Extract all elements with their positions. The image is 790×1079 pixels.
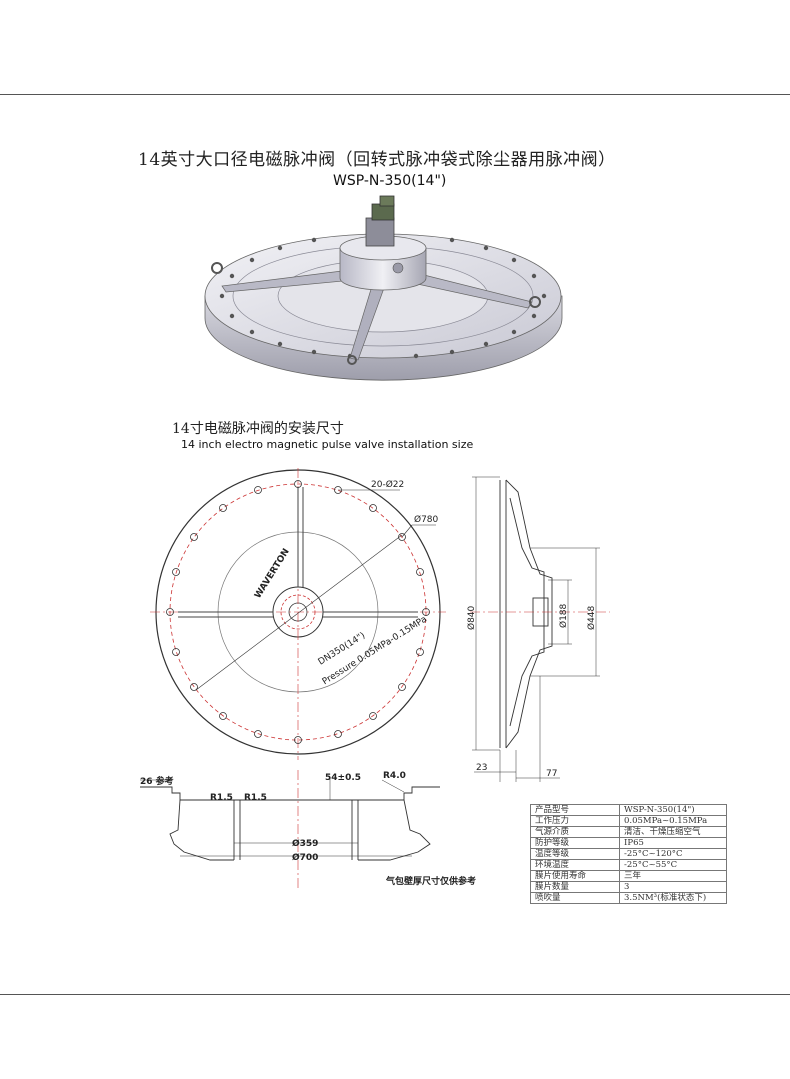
spec-key: 膜片数量: [530, 881, 620, 893]
spec-value: 0.05MPa~0.15MPa: [619, 815, 727, 827]
side-view: [470, 476, 610, 782]
spec-key: 温度等级: [530, 848, 620, 860]
spec-key: 气源介质: [530, 826, 620, 838]
table-row: 环境温度-25°C~55°C: [530, 859, 727, 871]
r15a-label: R1.5: [210, 793, 233, 803]
table-row: 温度等级-25°C~120°C: [530, 848, 727, 860]
top-view: [150, 468, 446, 760]
d359-label: Ø359: [292, 838, 318, 849]
dim-77-label: 77: [546, 769, 557, 779]
holes-label: 20-Ø22: [371, 479, 404, 490]
height-54-label: 54±0.5: [325, 773, 361, 783]
pcd-label: Ø780: [414, 514, 439, 525]
r15b-label: R1.5: [244, 793, 267, 803]
spec-key: 工作压力: [530, 815, 620, 827]
bottom-rule: [0, 994, 790, 995]
spec-key: 产品型号: [530, 804, 620, 816]
section-title-zh: 14寸电磁脉冲阀的安装尺寸: [172, 421, 344, 437]
spec-value: -25°C~55°C: [619, 859, 727, 871]
spec-key: 防护等级: [530, 837, 620, 849]
spec-key: 膜片使用寿命: [530, 870, 620, 882]
brand-label: WAVERTON: [253, 547, 292, 601]
d700-label: Ø700: [292, 852, 318, 863]
section-title-en: 14 inch electro magnetic pulse valve ins…: [181, 438, 474, 451]
top-rule: [0, 94, 790, 95]
cross-section: [140, 770, 440, 890]
spec-value: -25°C~120°C: [619, 848, 727, 860]
r40-label: R4.0: [383, 771, 406, 781]
spec-value: 三年: [619, 870, 727, 882]
table-row: 膜片使用寿命三年: [530, 870, 727, 882]
model-title: WSP-N-350(14"): [333, 173, 447, 189]
ref-26-label: 26 参考: [140, 775, 174, 787]
table-row: 气源介质清洁、干燥压缩空气: [530, 826, 727, 838]
spec-value: 3.5NM³(标准状态下): [619, 892, 727, 904]
dia-448-label: Ø448: [586, 605, 597, 630]
spec-value: 3: [619, 881, 727, 893]
thickness-note: 气包壁厚尺寸仅供参考: [385, 875, 476, 887]
dim-23-label: 23: [476, 763, 487, 773]
valve-product-illustration: [204, 195, 563, 381]
spec-value: WSP-N-350(14"): [619, 804, 727, 816]
spec-key: 环境温度: [530, 859, 620, 871]
outer-dia-label: Ø840: [466, 605, 477, 630]
spec-key: 喷吹量: [530, 892, 620, 904]
page-title: 14英寸大口径电磁脉冲阀（回转式脉冲袋式除尘器用脉冲阀）: [138, 150, 616, 170]
dia-188-label: Ø188: [558, 603, 569, 628]
spec-value: IP65: [619, 837, 727, 849]
spec-value: 清洁、干燥压缩空气: [619, 826, 727, 838]
